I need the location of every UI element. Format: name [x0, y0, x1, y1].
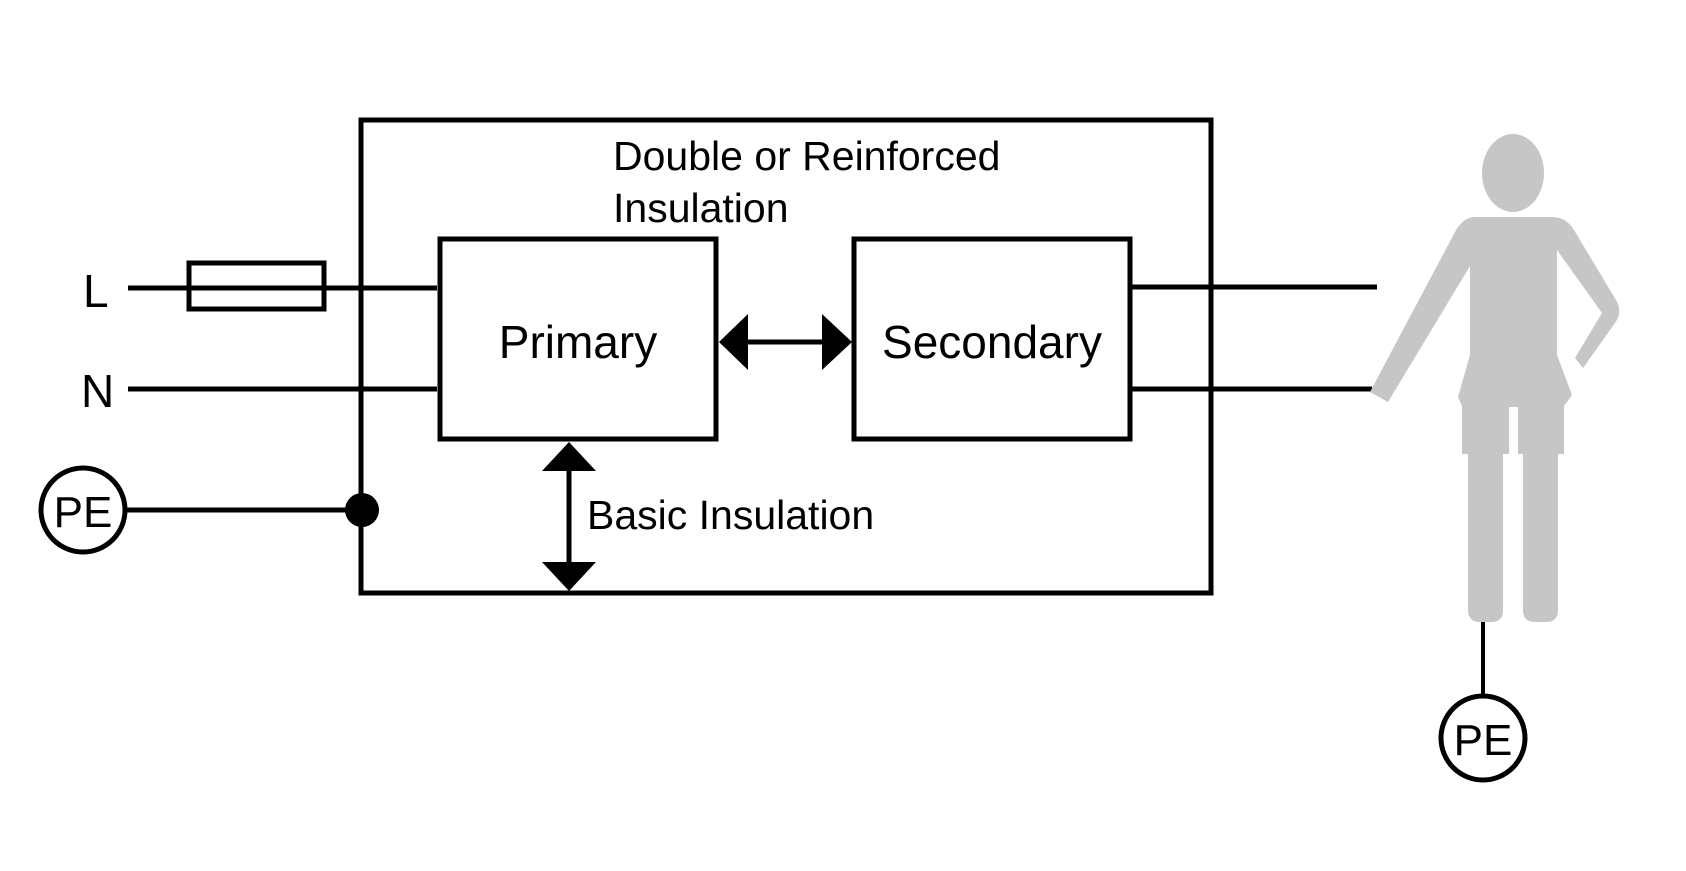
double-arrow-vertical-icon [542, 442, 596, 591]
line-label: L [83, 265, 109, 317]
person-body [1370, 217, 1620, 622]
fuse-icon [186, 260, 327, 312]
pe-junction-dot [345, 493, 379, 527]
basic-insulation-label: Basic Insulation [587, 492, 874, 538]
enclosure-boundary [358, 117, 1214, 596]
pe-input-label: PE [54, 488, 113, 537]
primary-label: Primary [499, 316, 657, 368]
person-head [1482, 134, 1544, 212]
secondary-block [851, 236, 1133, 442]
person-figure-icon [1370, 134, 1620, 622]
pe-person-label: PE [1454, 716, 1513, 765]
pe-person-circle [1438, 693, 1528, 783]
double-arrow-horizontal-icon [719, 314, 852, 370]
secondary-label: Secondary [882, 316, 1102, 368]
enclosure-label-line2: Insulation [613, 185, 789, 231]
enclosure-label-line1: Double or Reinforced [613, 133, 1000, 179]
neutral-label: N [81, 365, 114, 417]
primary-block [437, 236, 719, 442]
